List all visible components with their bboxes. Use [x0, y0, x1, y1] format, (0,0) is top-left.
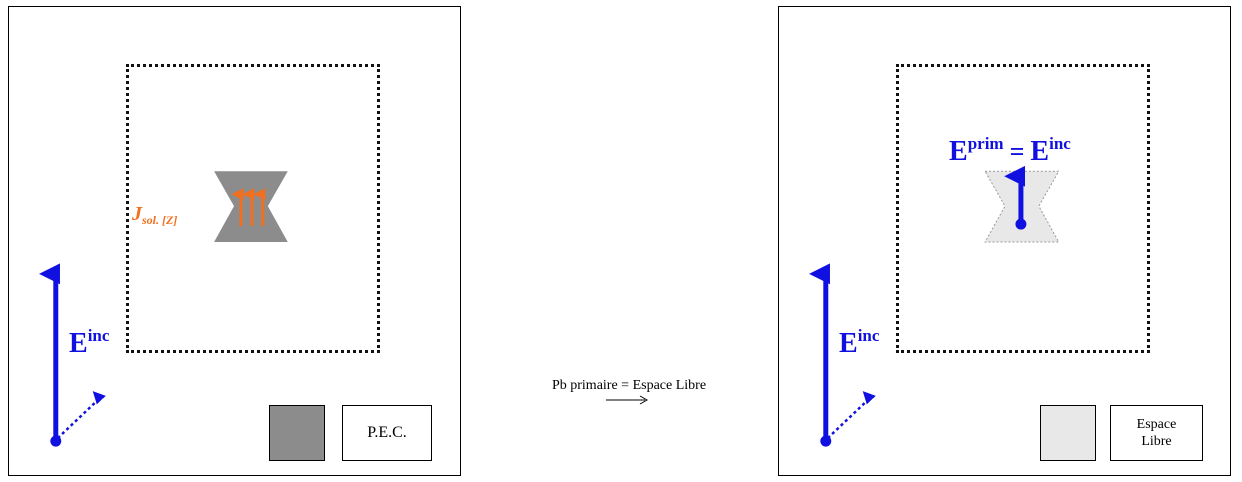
primary-field-equation: Eprim=Einc	[949, 134, 1071, 167]
incident-field-arrow-icon	[39, 263, 62, 447]
incident-field-arrow-icon	[809, 263, 832, 447]
right-diagram	[809, 165, 1060, 447]
pec-legend-label: P.E.C.	[342, 405, 432, 461]
pec-legend-swatch	[269, 405, 325, 461]
propagation-arrow-icon	[56, 391, 106, 440]
surface-boundary	[896, 64, 1150, 353]
propagation-arrow-icon	[826, 391, 876, 440]
surface-current-label: Jsol. [Z]	[132, 203, 178, 227]
incident-field-label: Einc	[839, 326, 880, 359]
free-space-legend-label: Espace Libre	[1110, 405, 1203, 461]
transition-label: Pb primaire = Espace Libre	[551, 378, 707, 393]
surface-boundary	[126, 64, 380, 353]
left-panel: Einc Jsol. [Z] P.E.C.	[8, 6, 461, 476]
right-panel: Eprim=Einc Einc Espace Libre	[778, 6, 1231, 476]
primary-field-arrow-icon	[1004, 165, 1027, 230]
free-space-legend-swatch	[1040, 405, 1096, 461]
current-arrow-icon	[231, 188, 266, 227]
right-arrow-icon	[606, 395, 649, 405]
left-diagram	[39, 171, 288, 447]
transition-annotation: Pb primaire = Espace Libre	[514, 378, 744, 418]
incident-field-label: Einc	[69, 326, 110, 359]
